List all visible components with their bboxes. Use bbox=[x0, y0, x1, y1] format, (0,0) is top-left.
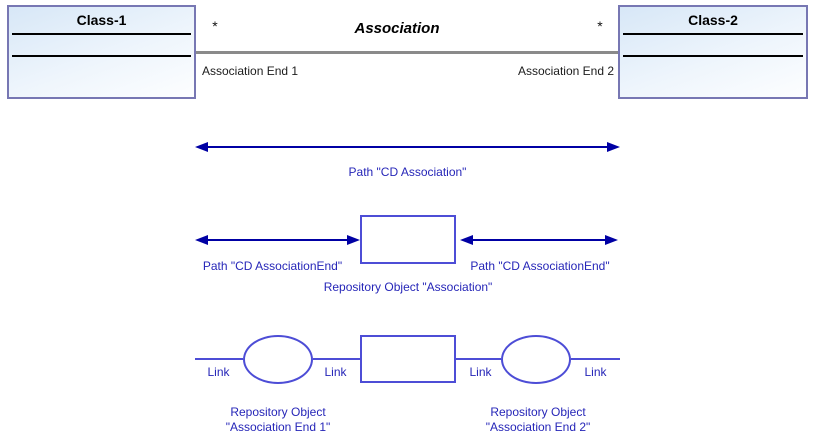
association-object-rect bbox=[360, 335, 456, 383]
repository-end2-caption-line2: "Association End 2" bbox=[485, 420, 591, 434]
repository-end2-caption-line1: Repository Object bbox=[490, 405, 586, 419]
class2-operations-divider bbox=[623, 55, 803, 57]
repository-end1-caption-line1: Repository Object bbox=[230, 405, 326, 419]
class1-attributes-divider bbox=[12, 33, 191, 35]
association-connector-line bbox=[196, 51, 618, 54]
cd-associationend-left-arrowhead-right bbox=[347, 235, 360, 245]
class1-operations-divider bbox=[12, 55, 191, 57]
link-segment-4 bbox=[571, 358, 620, 360]
repository-end1-caption: Repository Object "Association End 1" bbox=[188, 405, 368, 435]
class1-box: Class-1 bbox=[7, 5, 196, 99]
cd-association-arrowhead-right bbox=[607, 142, 620, 152]
association-end2-label: Association End 2 bbox=[517, 64, 614, 78]
link-label-4: Link bbox=[584, 365, 607, 379]
link-segment-3 bbox=[456, 358, 501, 360]
association-title: Association bbox=[354, 20, 440, 37]
link-label-1: Link bbox=[207, 365, 230, 379]
cd-associationend-right-path-label: Path "CD AssociationEnd" bbox=[470, 259, 610, 273]
cd-association-arrow-shaft bbox=[208, 146, 607, 148]
link-segment-1 bbox=[195, 358, 243, 360]
repository-end1-caption-line2: "Association End 1" bbox=[225, 420, 331, 434]
cd-association-arrowhead-left bbox=[195, 142, 208, 152]
cd-associationend-left-arrow-shaft bbox=[208, 239, 347, 241]
association-end2-ellipse bbox=[501, 335, 571, 384]
cd-associationend-left-arrowhead-left bbox=[195, 235, 208, 245]
repository-association-object-label: Repository Object "Association" bbox=[323, 280, 493, 294]
cd-association-path-label: Path "CD Association" bbox=[348, 165, 467, 179]
class2-box: Class-2 bbox=[618, 5, 808, 99]
multiplicity-right: * bbox=[597, 18, 603, 34]
cd-associationend-right-arrowhead-left bbox=[460, 235, 473, 245]
class1-title: Class-1 bbox=[76, 12, 127, 28]
multiplicity-left: * bbox=[212, 18, 218, 34]
link-label-3: Link bbox=[469, 365, 492, 379]
repository-association-rect bbox=[360, 215, 456, 264]
class2-title: Class-2 bbox=[688, 12, 738, 28]
association-end1-ellipse bbox=[243, 335, 313, 384]
cd-associationend-left-path-label: Path "CD AssociationEnd" bbox=[202, 259, 343, 273]
association-end1-label: Association End 1 bbox=[202, 64, 299, 78]
repository-end2-caption: Repository Object "Association End 2" bbox=[448, 405, 628, 435]
link-label-2: Link bbox=[324, 365, 347, 379]
class2-attributes-divider bbox=[623, 33, 803, 35]
link-segment-2 bbox=[313, 358, 360, 360]
cd-associationend-right-arrow-shaft bbox=[473, 239, 605, 241]
cd-associationend-right-arrowhead-right bbox=[605, 235, 618, 245]
